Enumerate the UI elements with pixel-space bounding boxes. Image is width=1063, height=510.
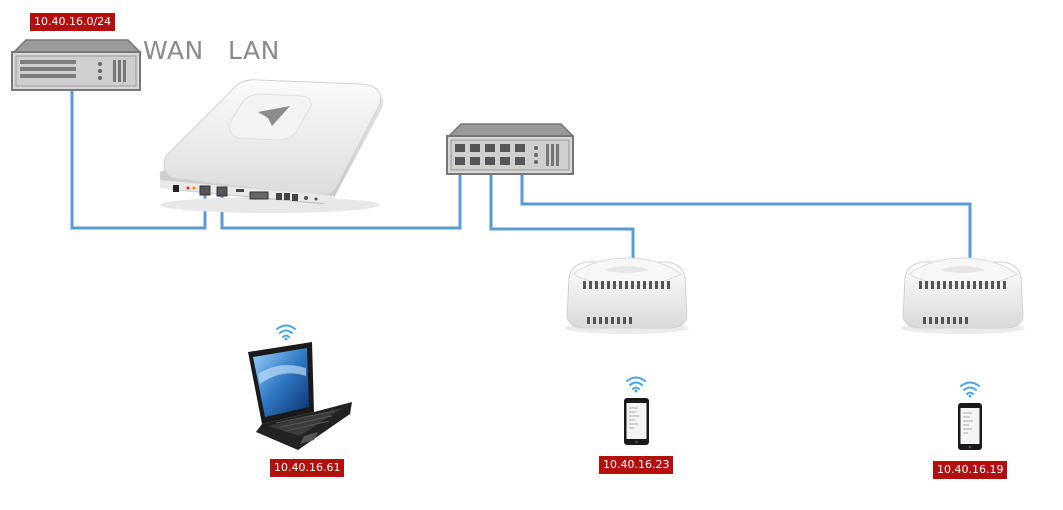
wifi-icon bbox=[276, 324, 296, 341]
router-icon bbox=[159, 79, 383, 213]
smartphone-icon bbox=[624, 398, 649, 445]
smartphone-icon bbox=[958, 403, 982, 450]
wifi-icon bbox=[960, 381, 980, 398]
lan-port-label: LAN bbox=[228, 36, 280, 65]
upstream-subnet-tag: 10.40.16.0/24 bbox=[30, 13, 116, 31]
network-switch-icon bbox=[446, 123, 575, 175]
wifi-icon bbox=[626, 376, 646, 393]
laptop-ip-tag: 10.40.16.61 bbox=[270, 459, 345, 477]
access-point-icon bbox=[565, 257, 689, 334]
access-point-icon bbox=[901, 257, 1025, 334]
phone1-ip-tag: 10.40.16.23 bbox=[599, 456, 674, 474]
server-rack-icon bbox=[11, 39, 142, 91]
laptop-icon bbox=[248, 342, 352, 450]
phone2-ip-tag: 10.40.16.19 bbox=[933, 461, 1008, 479]
switch-to-ap1-cable bbox=[489, 170, 635, 262]
switch-to-ap2-cable bbox=[520, 170, 972, 262]
wan-port-label: WAN bbox=[143, 36, 204, 65]
